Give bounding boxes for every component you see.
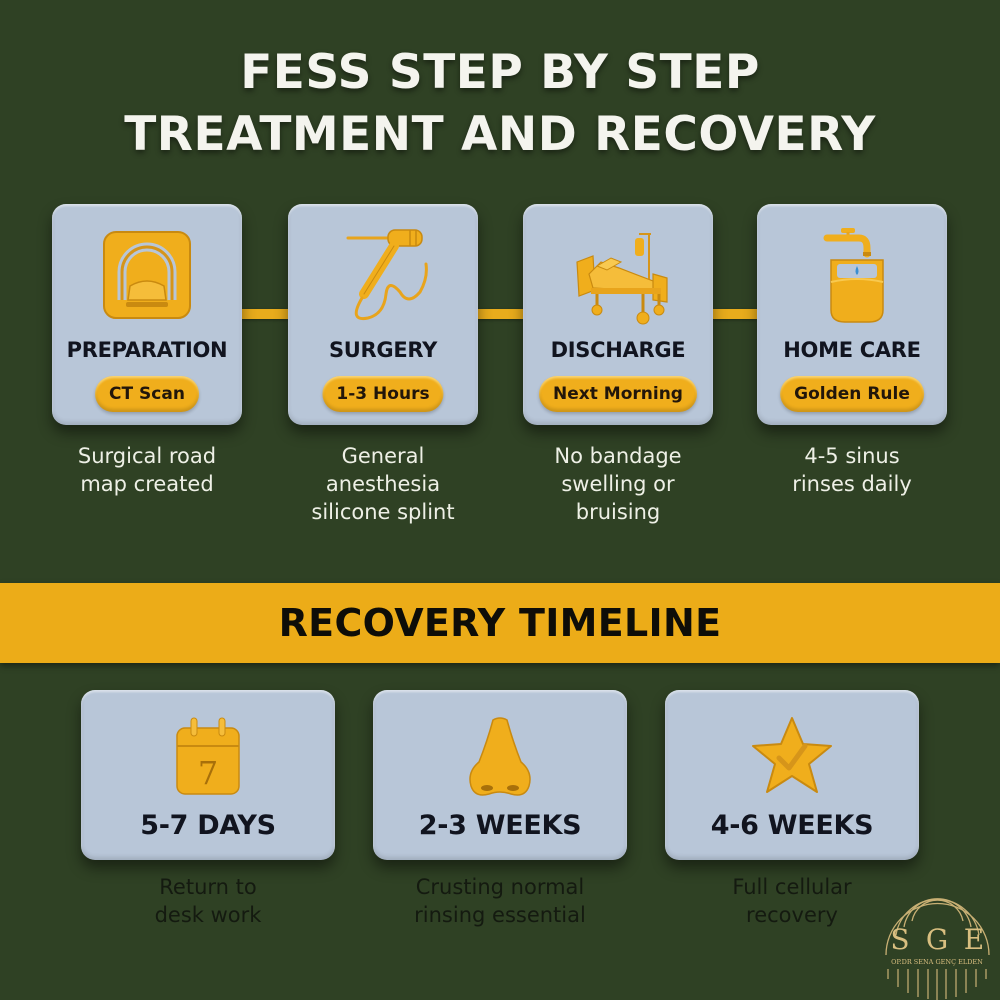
recovery-timeline-banner: RECOVERY TIMELINE bbox=[0, 583, 1000, 663]
svg-text:S: S bbox=[890, 923, 909, 956]
banner-title: RECOVERY TIMELINE bbox=[278, 601, 722, 645]
step-connector bbox=[478, 309, 523, 319]
timeline-caption-2-3-weeks: Crusting normal rinsing essential bbox=[414, 875, 586, 927]
timeline-card-5-7-days: 7 5-7 DAYS bbox=[81, 690, 335, 860]
title-line-2: TREATMENT AND RECOVERY bbox=[124, 107, 876, 162]
timeline-title: 2-3 WEEKS bbox=[418, 810, 582, 841]
timeline-caption-4-6-weeks: Full cellular recovery bbox=[732, 875, 852, 927]
step-connector bbox=[713, 309, 757, 319]
star-check-icon bbox=[752, 717, 832, 793]
sge-logo: S G E OP.DR SENA GENÇ ELDEN bbox=[885, 898, 990, 1000]
svg-text:7: 7 bbox=[198, 754, 218, 792]
step-card-surgery: SURGERY 1-3 Hours bbox=[288, 204, 478, 425]
step-caption-preparation: Surgical road map created bbox=[77, 444, 217, 496]
step-card-discharge: DISCHARGE Next Morning bbox=[523, 204, 713, 425]
step-connector bbox=[242, 309, 288, 319]
step-badge: Next Morning bbox=[539, 376, 697, 412]
step-caption-home-care: 4-5 sinus rinses daily bbox=[792, 444, 912, 496]
step-badge: CT Scan bbox=[95, 376, 199, 412]
step-title: SURGERY bbox=[328, 338, 438, 362]
hospital-bed-icon bbox=[576, 233, 668, 325]
timeline-title: 5-7 DAYS bbox=[140, 810, 276, 841]
ct-scanner-icon bbox=[103, 231, 191, 319]
svg-text:G: G bbox=[926, 923, 948, 956]
endoscope-icon bbox=[346, 229, 428, 321]
step-title: DISCHARGE bbox=[550, 338, 686, 362]
step-title: HOME CARE bbox=[783, 338, 921, 362]
calendar-icon: 7 bbox=[176, 717, 240, 795]
step-badge: Golden Rule bbox=[780, 376, 924, 412]
step-caption-discharge: No bandage swelling or bruising bbox=[554, 444, 682, 524]
nose-icon bbox=[469, 717, 531, 796]
timeline-card-2-3-weeks: 2-3 WEEKS bbox=[373, 690, 627, 860]
step-caption-surgery: General anesthesia silicone splint bbox=[311, 444, 455, 524]
step-card-preparation: PREPARATION CT Scan bbox=[52, 204, 242, 425]
title-line-1: FESS STEP BY STEP bbox=[240, 45, 760, 100]
page-title: FESS STEP BY STEP TREATMENT AND RECOVERY bbox=[0, 42, 1000, 166]
faucet-rinse-icon bbox=[823, 228, 884, 323]
svg-text:E: E bbox=[964, 923, 984, 956]
timeline-card-4-6-weeks: 4-6 WEEKS bbox=[665, 690, 919, 860]
timeline-caption-5-7-days: Return to desk work bbox=[154, 875, 262, 927]
step-badge: 1-3 Hours bbox=[322, 376, 444, 412]
step-title: PREPARATION bbox=[66, 338, 228, 362]
svg-text:OP.DR SENA GENÇ ELDEN: OP.DR SENA GENÇ ELDEN bbox=[891, 958, 983, 966]
step-card-home-care: HOME CARE Golden Rule bbox=[757, 204, 947, 425]
timeline-title: 4-6 WEEKS bbox=[710, 810, 874, 841]
